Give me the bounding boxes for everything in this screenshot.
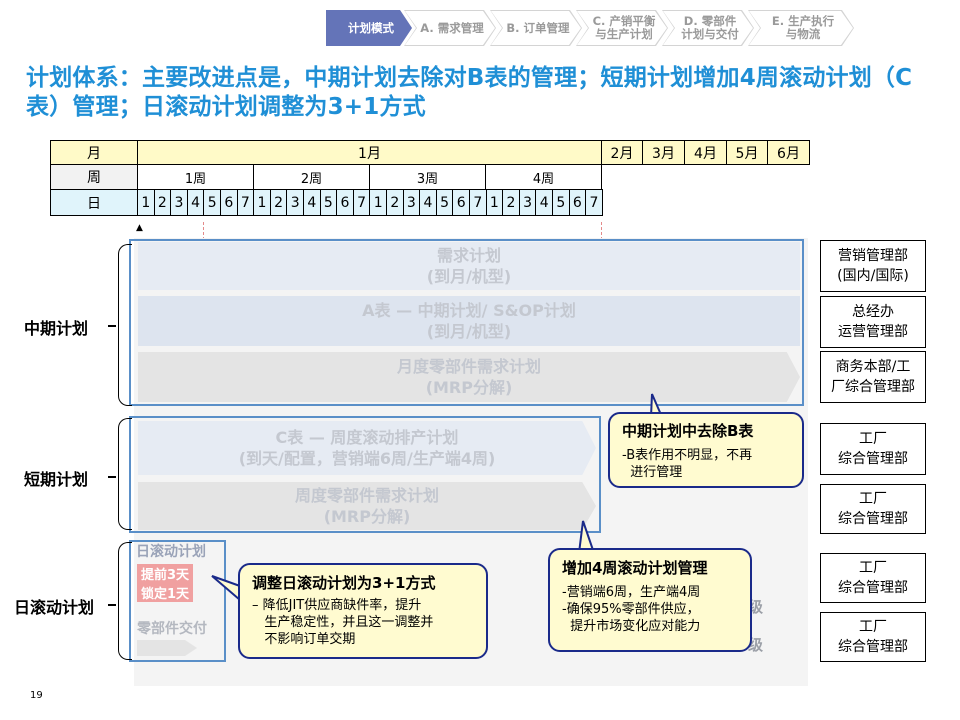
callout-title: 中期计划中去除B表 (622, 422, 754, 440)
bracket-mid (118, 244, 132, 406)
bracket-short (118, 418, 132, 530)
grid-row-label-week: 周 (50, 164, 138, 190)
grid-day: 7 (585, 189, 603, 216)
callout-title: 调整日滚动计划为3+1方式 (252, 574, 436, 592)
band-title: 需求计划 (436, 246, 501, 265)
level-mid-plan: 中期计划 (24, 319, 89, 338)
nav-tab-demand[interactable]: A. 需求管理 (404, 10, 496, 46)
dept-box: 工厂 综合管理部 (820, 553, 926, 603)
grid-day: 2 (153, 189, 172, 216)
page-number: 19 (30, 690, 43, 701)
dept-box: 营销管理部 (国内/国际) (820, 240, 926, 292)
nav-tab-label: C. 产销平衡 与生产计划 (577, 11, 667, 45)
dept-box: 总经办 运营管理部 (820, 296, 926, 348)
nav-tab-label: E. 生产执行 与物流 (749, 11, 853, 45)
dept-box: 工厂 综合管理部 (820, 423, 926, 475)
short-plan-frame (129, 416, 601, 533)
nav-tab-execution[interactable]: E. 生产执行 与物流 (748, 10, 854, 46)
band-title: C表 — 周度滚动排产计划 (275, 428, 459, 447)
grid-row-label-month: 月 (50, 140, 138, 165)
band-a-table: A表 — 中期计划/ S&OP计划 (到月/机型) (138, 296, 800, 346)
nav-tab-label: B. 订单管理 (491, 11, 581, 45)
grid-day: 5 (203, 189, 221, 216)
daily-arrow-bar (137, 640, 197, 656)
band-sub: (MRP分解) (323, 507, 411, 526)
nav-tab-parts[interactable]: D. 零部件 计划与交付 (662, 10, 754, 46)
mid-plan-frame (129, 239, 804, 406)
dept-box: 商务本部/工 厂综合管理部 (820, 351, 926, 403)
bracket-daily (118, 542, 132, 660)
grid-week: 4周 (485, 164, 602, 190)
nav-tab-label: A. 需求管理 (405, 11, 495, 45)
level-daily-plan: 日滚动计划 (14, 598, 95, 617)
page-title: 计划体系：主要改进点是，中期计划去除对B表的管理；短期计划增加4周滚动计划（C表… (26, 65, 913, 120)
band-sub: (MRP分解) (425, 378, 513, 397)
dept-box: 工厂 综合管理部 (820, 484, 926, 534)
band-sub: (到天/配置，营销端6周/生产端4周) (238, 449, 496, 468)
band-monthly-mrp: 月度零部件需求计划 (MRP分解) (138, 352, 800, 402)
grid-day: 5 (552, 189, 570, 216)
callout-remove-b: 中期计划中去除B表 -B表作用不明显，不再 进行管理 (608, 412, 804, 488)
callout-body: – 降低JIT供应商缺件率，提升 生产稳定性，并且这一调整并 不影响订单交期 (252, 598, 434, 647)
parts-delivery-label: 零部件交付 (137, 621, 207, 637)
daily-plan-frame (129, 540, 226, 662)
callout-add-4w: 增加4周滚动计划管理 -营销端6周，生产端4周 -确保95%零部件供应， 提升市… (548, 548, 752, 652)
callout-title: 增加4周滚动计划管理 (562, 559, 708, 577)
grid-month-1: 1月 (137, 140, 602, 165)
daily-plan-label: 日滚动计划 (136, 544, 206, 560)
grid-month: 2月 (601, 140, 643, 165)
nav-tab-plan-mode[interactable]: 计划模式 (326, 10, 412, 46)
dept-box: 工厂 综合管理部 (820, 612, 926, 662)
band-c-table: C表 — 周度滚动排产计划 (到天/配置，营销端6周/生产端4周) (138, 421, 596, 475)
callout-body: -B表作用不明显，不再 进行管理 (622, 448, 753, 480)
bracket-tip (108, 476, 116, 478)
callout-daily-3plus1: 调整日滚动计划为3+1方式 – 降低JIT供应商缺件率，提升 生产稳定性，并且这… (238, 563, 488, 659)
grid-month: 4月 (684, 140, 727, 165)
bracket-tip (108, 604, 116, 606)
grid-week: 1周 (137, 164, 254, 190)
grid-row-label-day: 日 (50, 189, 138, 216)
nav-tab-production[interactable]: C. 产销平衡 与生产计划 (576, 10, 668, 46)
axis-arrow: ▲ (136, 223, 143, 233)
grid-month: 6月 (767, 140, 810, 165)
lock-badge: 锁定1天 (137, 583, 193, 602)
band-title: A表 — 中期计划/ S&OP计划 (362, 301, 576, 320)
band-weekly-mrp: 周度零部件需求计划 (MRP分解) (138, 482, 596, 530)
bracket-tip (108, 325, 116, 327)
advance-badge: 提前3天 (137, 564, 193, 583)
nav-tab-label: D. 零部件 计划与交付 (663, 11, 753, 45)
band-demand-plan: 需求计划 (到月/机型) (138, 242, 800, 290)
grid-day: 1 (369, 189, 387, 216)
band-sub: (到月/机型) (426, 322, 512, 341)
grid-week: 3周 (369, 164, 486, 190)
level-short-plan: 短期计划 (24, 470, 89, 489)
band-sub: (到月/机型) (426, 267, 512, 286)
nav-tab-label: 计划模式 (326, 10, 412, 46)
callout-body: -营销端6周，生产端4周 -确保95%零部件供应， 提升市场变化应对能力 (562, 585, 701, 634)
nav-tab-order[interactable]: B. 订单管理 (490, 10, 582, 46)
band-title: 周度零部件需求计划 (294, 486, 439, 505)
band-title: 月度零部件需求计划 (396, 357, 541, 376)
